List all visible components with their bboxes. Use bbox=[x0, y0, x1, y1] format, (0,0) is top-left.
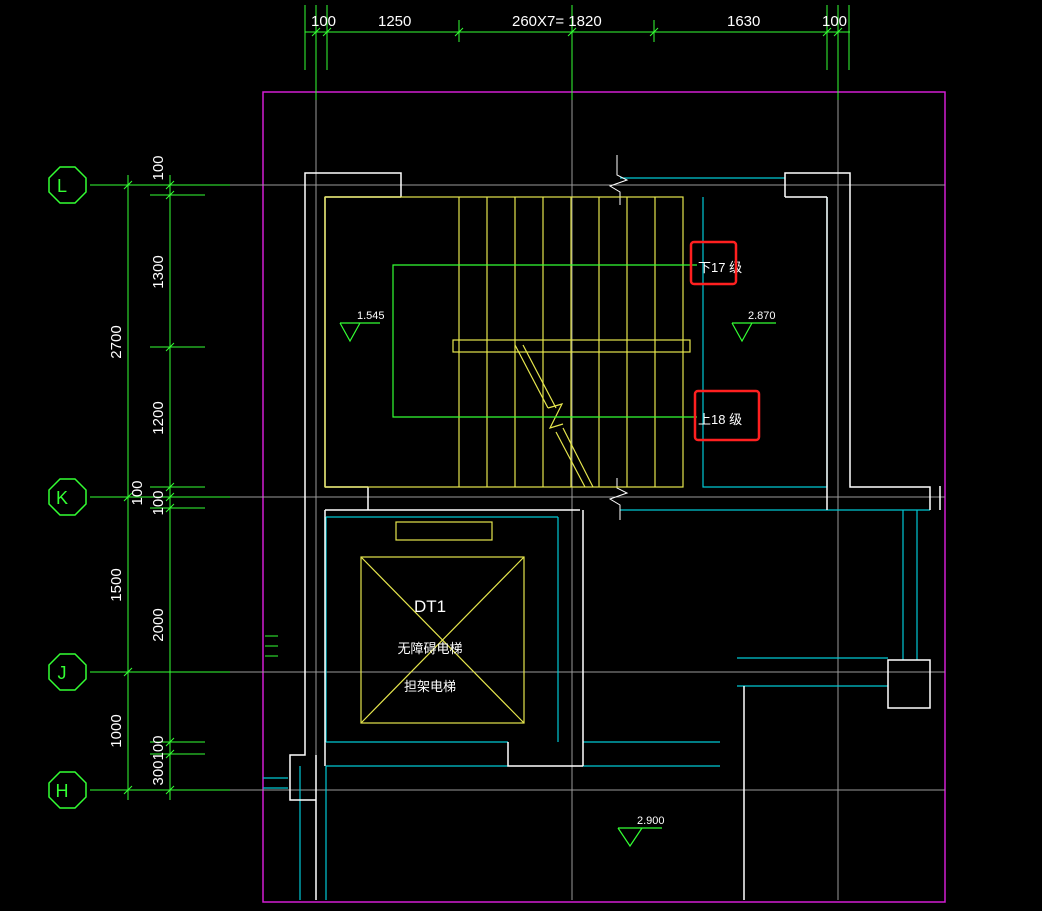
break-symbols bbox=[608, 155, 629, 520]
left-inner-dim-5: 100 bbox=[150, 490, 167, 515]
top-dim-1: 100 bbox=[311, 13, 336, 30]
elevator bbox=[360, 521, 525, 724]
stair-up-label: 上18 级 bbox=[698, 412, 742, 427]
grid-axis-markers bbox=[48, 166, 87, 809]
left-inner-dim-4: 100 bbox=[129, 480, 146, 505]
stair-walk-lines bbox=[392, 264, 697, 418]
cyan-lines bbox=[263, 177, 930, 900]
left-outer-dim-2: 1500 bbox=[108, 568, 125, 601]
grid-marker-H bbox=[48, 771, 87, 809]
left-outer-dim-3: 1000 bbox=[108, 714, 125, 747]
elevator-code: DT1 bbox=[414, 597, 446, 616]
top-dimension-chain bbox=[304, 5, 850, 100]
top-dim-2: 1250 bbox=[378, 13, 411, 30]
left-inner-dim-1: 100 bbox=[150, 155, 167, 180]
left-inner-dim-3: 1200 bbox=[150, 401, 167, 434]
top-dim-5: 100 bbox=[822, 13, 847, 30]
left-outer-dim-1: 2700 bbox=[108, 325, 125, 358]
side-marks bbox=[265, 635, 278, 657]
grid-lines bbox=[90, 40, 945, 900]
grid-label-H: H bbox=[56, 781, 69, 801]
elevation-1: 1.545 bbox=[357, 310, 385, 322]
stair bbox=[324, 196, 691, 488]
grid-marker-L bbox=[48, 166, 87, 204]
left-inner-dim-7: 100 bbox=[150, 735, 167, 760]
left-dimension-chain bbox=[90, 175, 230, 800]
elevator-line-1: 无障碍电梯 bbox=[397, 641, 462, 656]
stair-down-label: 下17 级 bbox=[698, 260, 742, 275]
top-dim-4: 1630 bbox=[727, 13, 760, 30]
elevator-line-2: 担架电梯 bbox=[404, 679, 456, 694]
elevation-2: 2.870 bbox=[748, 310, 776, 322]
left-inner-dim-2: 1300 bbox=[150, 255, 167, 288]
elevation-3: 2.900 bbox=[637, 815, 665, 827]
grid-marker-J bbox=[48, 653, 87, 691]
highlight-box-up bbox=[693, 389, 761, 442]
left-inner-dim-8: 300 bbox=[150, 760, 167, 785]
grid-label-K: K bbox=[56, 488, 68, 508]
grid-label-J: J bbox=[58, 663, 67, 683]
top-dim-3: 260X7= 1820 bbox=[512, 13, 602, 30]
grid-label-L: L bbox=[57, 176, 67, 196]
elevation-markers bbox=[339, 322, 776, 848]
walls bbox=[289, 172, 941, 900]
highlight-box-down bbox=[689, 240, 738, 286]
left-inner-dim-6: 2000 bbox=[150, 608, 167, 641]
grid-marker-K bbox=[48, 478, 87, 516]
